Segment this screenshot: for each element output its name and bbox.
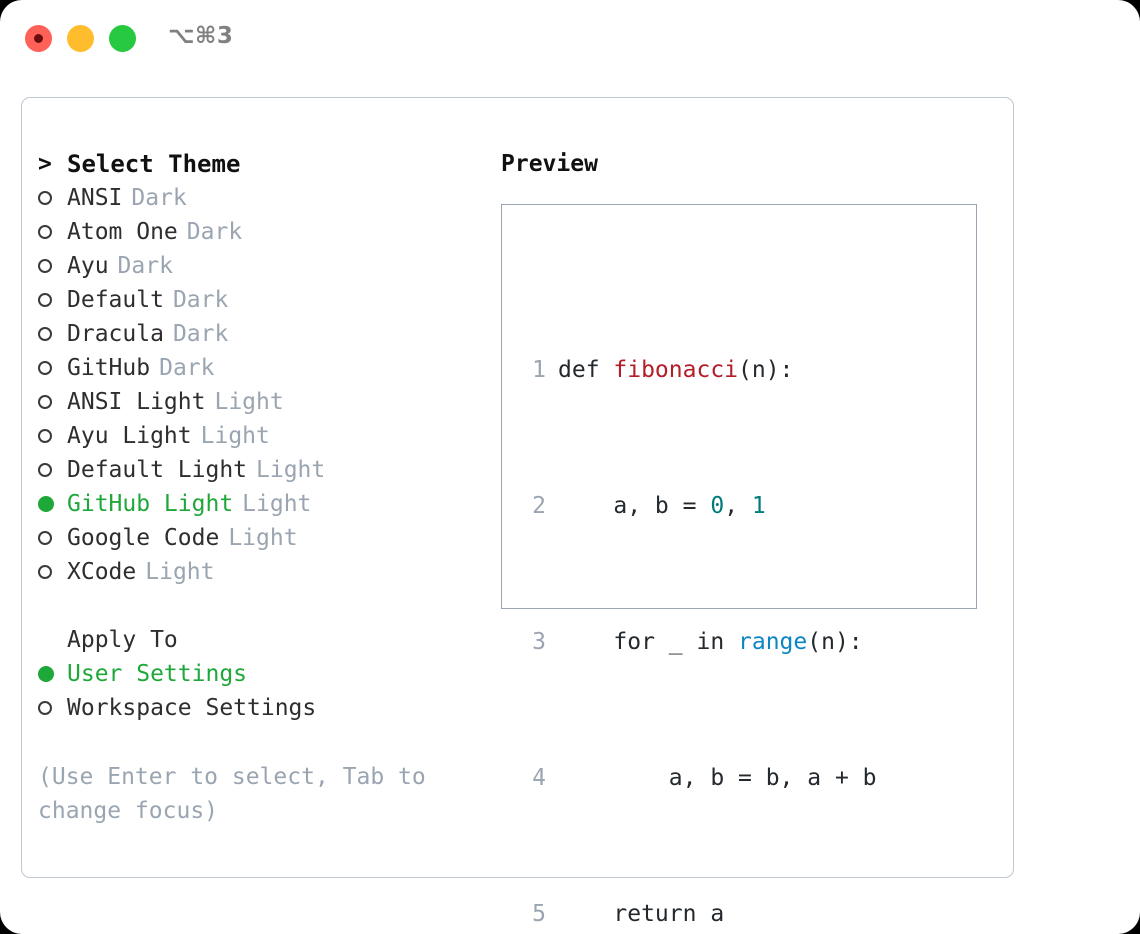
theme-variant-badge: Light [256,457,326,483]
theme-option-xcode-light[interactable]: XCode Light [38,555,478,589]
preview-column: Preview [501,147,598,181]
radio-unselected-icon [38,565,67,579]
code-token-function: fibonacci [613,357,739,383]
radio-selected-icon [38,666,67,682]
maximize-button[interactable] [109,25,136,52]
theme-label: GitHub [67,355,151,381]
theme-list-column: > Select Theme ANSI Dark Atom One Dark A… [38,147,478,725]
code-token: a, b = b, a + b [558,765,877,791]
theme-option-dracula-dark[interactable]: Dracula Dark [38,317,478,351]
radio-unselected-icon [38,395,67,409]
theme-label: Ayu [67,253,109,279]
prompt-caret-icon: > [38,151,52,177]
radio-unselected-icon [38,191,67,205]
title-bar: ⌥⌘3 [0,0,1140,78]
theme-selector-panel: > Select Theme ANSI Dark Atom One Dark A… [21,97,1014,927]
theme-label: ANSI Light [67,389,206,415]
theme-option-ayu-dark[interactable]: Ayu Dark [38,249,478,283]
theme-option-default-light[interactable]: Default Light Light [38,453,478,487]
code-token-number: 1 [751,493,766,519]
close-button[interactable] [25,25,52,52]
radio-unselected-icon [38,463,67,477]
keyboard-hint-text: (Use Enter to select, Tab to change focu… [38,764,426,824]
theme-label: ANSI [67,185,123,211]
code-token: def [558,357,614,383]
radio-unselected-icon [38,259,67,273]
radio-selected-icon [38,496,67,512]
theme-variant-badge: Dark [131,185,187,211]
code-token-number: 0 [710,493,725,519]
preview-title: Preview [501,151,598,177]
line-number: 3 [532,629,546,655]
radio-unselected-icon [38,293,67,307]
window-controls [25,25,136,52]
theme-label: Default Light [67,457,248,483]
code-preview: 1 def fibonacci (n): 2 a, b = 0 , 1 3 fo… [516,251,903,934]
theme-option-github-dark[interactable]: GitHub Dark [38,351,478,385]
radio-unselected-icon [38,429,67,443]
theme-label: GitHub Light [67,491,234,517]
theme-option-ayu-light[interactable]: Ayu Light Light [38,419,478,453]
theme-label: Google Code [67,525,220,551]
code-token: (n): [738,357,794,383]
code-line: 2 a, b = 0 , 1 [516,489,903,523]
radio-unselected-icon [38,361,67,375]
apply-to-option-user-settings[interactable]: User Settings [38,657,478,691]
apply-to-label: Workspace Settings [67,695,317,721]
theme-variant-badge: Dark [186,219,243,245]
line-number: 4 [532,765,546,791]
theme-variant-badge: Dark [117,253,173,279]
minimize-button[interactable] [67,25,94,52]
keyboard-shortcut-label: ⌥⌘3 [168,23,234,49]
line-number: 1 [532,357,546,383]
theme-option-github-light[interactable]: GitHub Light Light [38,487,478,521]
section-spacer [38,589,478,623]
theme-label: Default [67,287,164,313]
code-token: (n): [807,629,863,655]
theme-variant-badge: Light [242,491,312,517]
code-line: 1 def fibonacci (n): [516,353,903,387]
theme-option-default-dark[interactable]: Default Dark [38,283,478,317]
radio-unselected-icon [38,701,67,715]
apply-to-label: User Settings [67,661,248,687]
code-token: , [724,493,752,519]
theme-label: Ayu Light [67,423,192,449]
theme-variant-badge: Dark [172,287,229,313]
theme-variant-badge: Dark [159,355,215,381]
theme-option-ansi-dark[interactable]: ANSI Dark [38,181,478,215]
code-line: 3 for _ in range (n): [516,625,903,659]
code-line: 5 return a [516,897,903,931]
page-title: Select Theme [67,150,241,178]
theme-option-google-code-light[interactable]: Google Code Light [38,521,478,555]
apply-to-title: Apply To [67,627,178,653]
radio-unselected-icon [38,225,67,239]
radio-unselected-icon [38,327,67,341]
theme-option-ansi-light[interactable]: ANSI Light Light [38,385,478,419]
radio-unselected-icon [38,531,67,545]
code-token: for _ in [558,629,739,655]
preview-box: 1 def fibonacci (n): 2 a, b = 0 , 1 3 fo… [501,204,977,927]
code-line: 4 a, b = b, a + b [516,761,903,795]
apply-to-option-workspace-settings[interactable]: Workspace Settings [38,691,478,725]
recording-indicator-icon [34,34,43,43]
code-token-builtin: range [738,629,808,655]
theme-variant-badge: Light [214,389,284,415]
code-token: a, b = [558,493,711,519]
theme-variant-badge: Dark [172,321,229,347]
theme-label: Atom One [67,219,178,245]
line-number: 5 [532,901,546,927]
code-token: return a [558,901,725,927]
theme-variant-badge: Light [228,525,298,551]
theme-label: Dracula [67,321,164,347]
theme-variant-badge: Light [200,423,270,449]
select-theme-header: > Select Theme [38,147,478,181]
theme-label: XCode [67,559,137,585]
theme-option-atom-one-dark[interactable]: Atom One Dark [38,215,478,249]
theme-variant-badge: Light [145,559,215,585]
apply-to-header: Apply To [38,623,478,657]
line-number: 2 [532,493,546,519]
